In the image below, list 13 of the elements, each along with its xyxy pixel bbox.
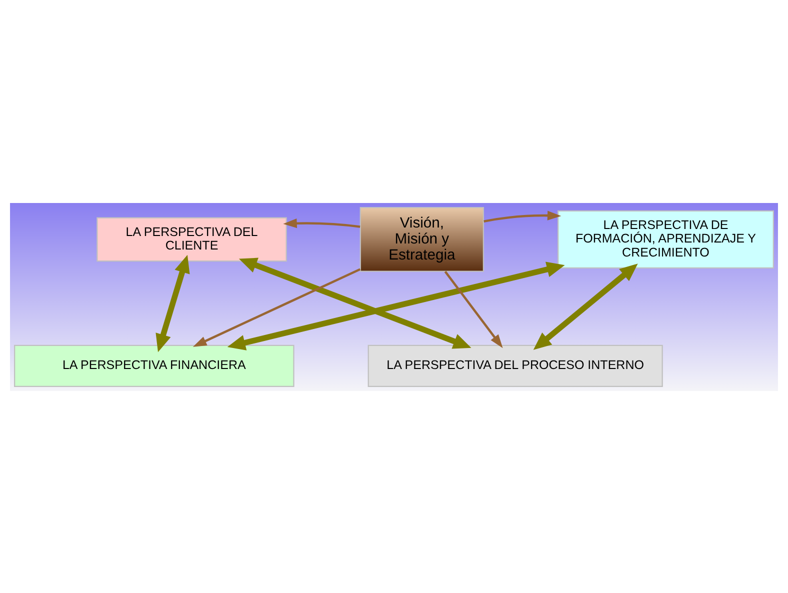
arrow: [484, 210, 562, 222]
node-box: LA PERSPECTIVA DEL CLIENTE: [96, 216, 287, 262]
arrow: [533, 263, 638, 350]
arrow: [192, 268, 361, 346]
arrow: [156, 254, 190, 352]
arrow: [444, 270, 503, 348]
node-box: LA PERSPECTIVA DE FORMACIÓN, APRENDIZAJE Y CRECIMIENTO: [558, 210, 774, 268]
arrow: [227, 261, 565, 350]
arrow: [283, 218, 360, 228]
node-box: LA PERSPECTIVA FINANCIERA: [14, 344, 294, 386]
arrow: [238, 257, 472, 348]
node-box: LA PERSPECTIVA DEL PROCESO INTERNO: [368, 344, 663, 386]
node-box: Visión, Misión y Estrategia: [360, 206, 484, 272]
